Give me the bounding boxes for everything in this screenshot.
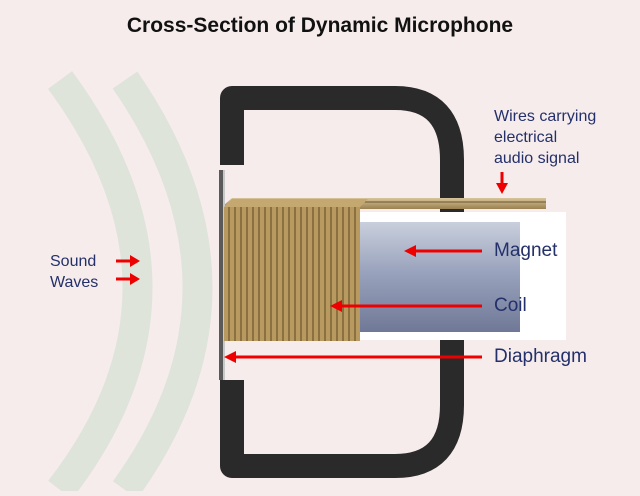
sound-wave-inner — [112, 71, 213, 496]
label-wires-line-2: electrical — [494, 129, 558, 146]
arrow-magnet — [404, 245, 482, 257]
arrow-diaphragm — [224, 351, 482, 363]
label-wires-line-3: audio signal — [494, 150, 580, 167]
arrow-sound-2 — [116, 273, 140, 285]
label-diaphragm: Diaphragm — [494, 346, 587, 367]
coil — [224, 207, 360, 341]
diaphragm — [219, 170, 223, 380]
label-sound-line-2: Waves — [50, 274, 99, 291]
arrow-coil — [330, 300, 482, 312]
diagram-title: Cross-Section of Dynamic Microphone — [126, 14, 514, 37]
sound-wave-outer — [47, 71, 153, 496]
label-sound-line-1: Sound — [50, 253, 97, 270]
label-sound-waves: Sound Waves — [50, 251, 120, 293]
label-wires: Wires carrying electrical audio signal — [494, 106, 634, 169]
label-coil: Coil — [494, 295, 527, 316]
magnet — [360, 222, 520, 332]
sound-waves — [47, 71, 213, 496]
label-wires-line-1: Wires carrying — [494, 108, 597, 125]
arrow-sound-1 — [116, 255, 140, 267]
arrow-wires — [496, 172, 508, 194]
arrows — [116, 172, 508, 363]
label-magnet: Magnet — [494, 240, 558, 261]
